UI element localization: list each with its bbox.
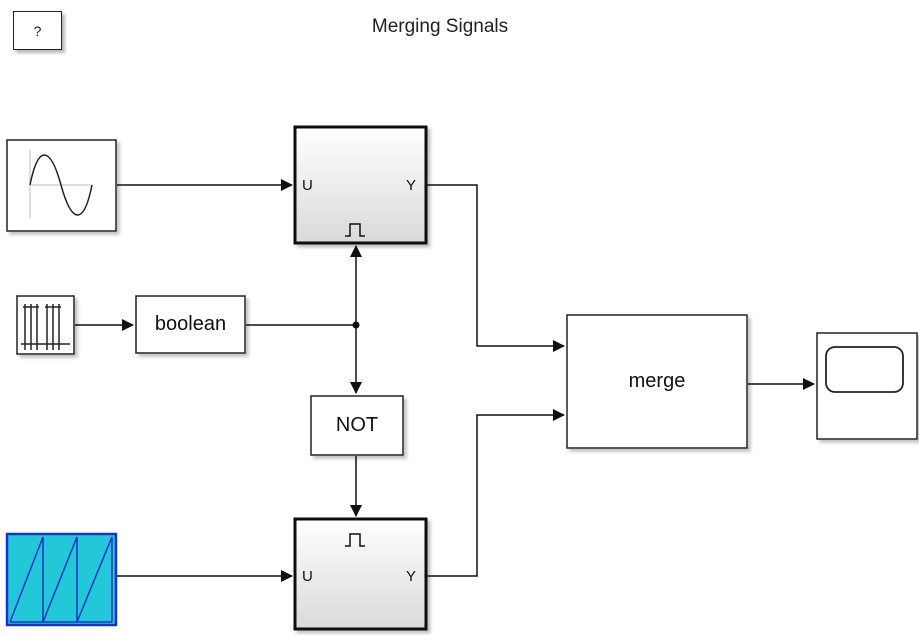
- merge-block[interactable]: [566, 314, 748, 449]
- help-button-label: ?: [33, 22, 42, 39]
- sine-wave-icon: [29, 150, 93, 218]
- branch-junction: [352, 321, 360, 329]
- pulse-generator-block[interactable]: [16, 295, 75, 355]
- boolean-label: boolean: [154, 313, 227, 335]
- not-block[interactable]: [310, 395, 404, 456]
- enabled-subsystem-bottom[interactable]: [293, 517, 428, 631]
- sine-wave-block[interactable]: [6, 139, 117, 232]
- merge-label: merge: [628, 370, 686, 392]
- boolean-block[interactable]: [135, 295, 246, 354]
- top-subsystem-output-port: Y: [406, 177, 417, 194]
- bottom-subsystem-input-port: U: [302, 568, 313, 585]
- signal-top-to-merge: [427, 184, 565, 352]
- diagram-title: Merging Signals: [371, 16, 509, 37]
- signal-bottom-to-merge: [427, 409, 565, 577]
- sawtooth-wave-icon: [9, 536, 113, 623]
- bottom-subsystem-output-port: Y: [406, 568, 417, 585]
- top-subsystem-input-port: U: [302, 177, 313, 194]
- help-button[interactable]: ?: [13, 11, 62, 50]
- pulse-generator-icon: [21, 304, 70, 350]
- enabled-subsystem-top[interactable]: [293, 125, 428, 245]
- scope-block[interactable]: [816, 332, 918, 440]
- signal-lines: [75, 179, 815, 582]
- not-label: NOT: [335, 414, 379, 436]
- enable-pulse-icon: [345, 223, 365, 237]
- sawtooth-wave-block[interactable]: [5, 532, 118, 627]
- enable-pulse-icon: [345, 533, 365, 547]
- scope-icon: [825, 346, 904, 393]
